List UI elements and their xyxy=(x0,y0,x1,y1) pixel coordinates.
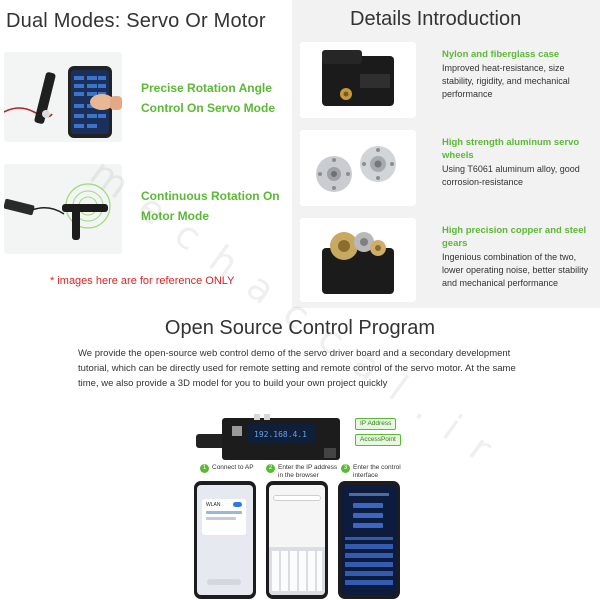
servo-mode-label: Precise Rotation Angle Control On Servo … xyxy=(141,78,275,118)
servo-wheels-image xyxy=(300,130,416,206)
dual-modes-title: Dual Modes: Servo Or Motor xyxy=(6,10,266,32)
servo-gears-image xyxy=(300,218,416,302)
step-3: 3 Enter the control interface xyxy=(341,464,401,479)
open-source-description: We provide the open-source web control d… xyxy=(78,348,516,389)
detail-case: Nylon and fiberglass case Improved heat-… xyxy=(442,48,592,101)
wlan-label: WLAN xyxy=(206,502,221,508)
open-source-title: Open Source Control Program xyxy=(164,317,436,339)
details-section: Details Introduction Nylon and fiberglas… xyxy=(292,0,600,308)
step-3-number: 3 xyxy=(341,464,350,473)
control-button[interactable] xyxy=(353,503,383,508)
wlan-network-row[interactable] xyxy=(206,511,242,514)
ip-address-callout: IP Address xyxy=(355,418,397,430)
access-point-callout: AccessPoint xyxy=(355,434,401,446)
dual-modes-section: Dual Modes: Servo Or Motor xyxy=(0,0,292,308)
step-1-number: 1 xyxy=(200,464,209,473)
step-1-label: Connect to AP xyxy=(212,464,254,471)
wlan-network-row[interactable] xyxy=(206,517,236,520)
browser-address-bar[interactable] xyxy=(273,495,321,501)
detail-wheels-body: Using T6061 aluminum alloy, good corrosi… xyxy=(442,164,580,187)
detail-gears-heading: High precision copper and steel gears xyxy=(442,225,587,249)
detail-case-body: Improved heat-resistance, size stability… xyxy=(442,63,570,99)
detail-case-heading: Nylon and fiberglass case xyxy=(442,49,560,60)
step-2-label-line1: Enter the IP address xyxy=(278,464,338,471)
open-source-section: Open Source Control Program We provide t… xyxy=(0,308,600,600)
control-button-grid[interactable] xyxy=(345,537,393,585)
step-1: 1 Connect to AP xyxy=(200,464,254,473)
control-button[interactable] xyxy=(353,513,383,518)
servo-mode-line2: Control On Servo Mode xyxy=(141,101,276,115)
motor-mode-image xyxy=(4,164,122,254)
motor-mode-line1: Continuous Rotation On xyxy=(141,189,280,203)
motor-mode-label: Continuous Rotation On Motor Mode xyxy=(141,186,280,226)
detail-gears: High precision copper and steel gears In… xyxy=(442,224,592,290)
servo-case-image xyxy=(300,42,416,118)
wlan-panel: WLAN xyxy=(202,499,246,535)
keyboard-keys[interactable] xyxy=(272,551,322,591)
step-3-label-line1: Enter the control xyxy=(353,464,401,471)
wlan-bottom-bar xyxy=(207,579,241,585)
phone-browser xyxy=(266,481,328,599)
step-3-label-line2: interface xyxy=(353,471,378,479)
reference-note: * images here are for reference ONLY xyxy=(50,275,235,287)
servo-mode-image xyxy=(4,52,122,142)
servo-mode-line1: Precise Rotation Angle xyxy=(141,81,272,95)
browser-keyboard[interactable] xyxy=(269,547,325,595)
wlan-toggle[interactable] xyxy=(233,502,242,507)
board-display-text: 192.168.4.1 xyxy=(254,430,307,439)
phone-wlan: WLAN xyxy=(194,481,256,599)
phone-control-interface xyxy=(338,481,400,599)
driver-board-image: 192.168.4.1 xyxy=(194,412,414,464)
step-2: 2 Enter the IP address in the browser xyxy=(266,464,337,479)
step-2-number: 2 xyxy=(266,464,275,473)
motor-mode-line2: Motor Mode xyxy=(141,209,209,223)
step-2-label-line2: in the browser xyxy=(278,471,319,479)
control-header xyxy=(349,493,389,496)
details-title: Details Introduction xyxy=(350,8,522,30)
detail-gears-body: Ingenious combination of the two, lower … xyxy=(442,252,589,288)
control-button[interactable] xyxy=(353,523,383,528)
detail-wheels: High strength aluminum servo wheels Usin… xyxy=(442,136,592,189)
detail-wheels-heading: High strength aluminum servo wheels xyxy=(442,137,580,161)
